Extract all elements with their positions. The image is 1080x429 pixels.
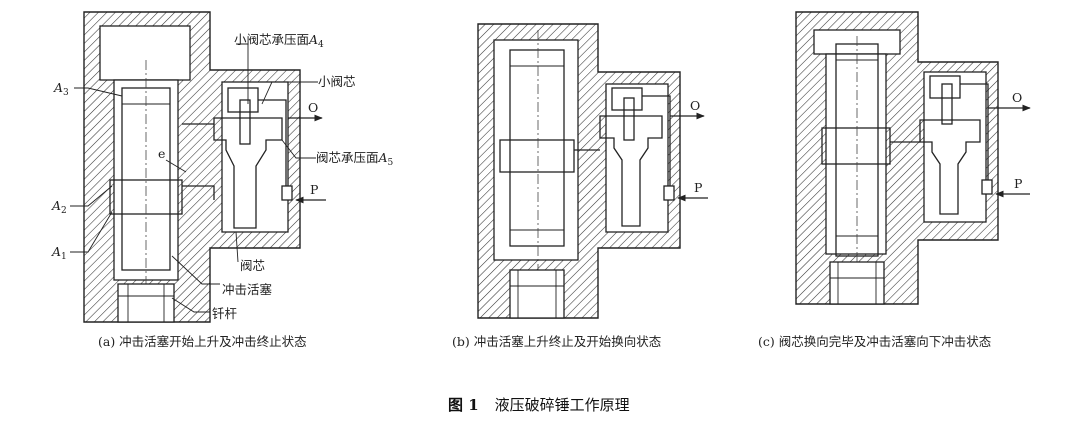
caption-c: (c) 阀芯换向完毕及冲击活塞向下冲击状态 (758, 334, 991, 349)
label-port-o-b: O (690, 98, 700, 113)
label-a1: A1 (51, 244, 67, 262)
passage-a-3 (182, 185, 215, 200)
label-a2: A2 (51, 198, 67, 216)
main-spool-c (919, 83, 981, 215)
panel-c: O P (c) 阀芯换向完毕及冲击活塞向下冲击状态 (758, 11, 1031, 349)
label-e: e (158, 146, 165, 161)
port-p-passage-a (281, 185, 293, 201)
leader-e (165, 159, 187, 173)
label-drill-rod: 钎杆 (212, 306, 238, 321)
port-p-passage-b (663, 185, 675, 201)
leader-drill-rod (171, 297, 210, 313)
caption-a: (a) 冲击活塞开始上升及冲击终止状态 (98, 334, 307, 349)
label-spool: 阀芯 (240, 258, 265, 273)
label-port-p-a: P (310, 182, 318, 197)
main-spool-b (599, 97, 663, 227)
label-port-p-b: P (694, 180, 702, 195)
caption-b: (b) 冲击活塞上升终止及开始换向状态 (452, 334, 661, 349)
label-port-p-c: P (1014, 176, 1022, 191)
panel-a: 小阀芯承压面A4 小阀芯 阀芯承压面A5 A3 e A2 A1 阀芯 冲击活塞 … (51, 11, 394, 349)
piston-bore-c (825, 53, 887, 255)
leader-a1 (70, 211, 113, 253)
drill-rod-a (117, 283, 175, 323)
passage-a-1 (258, 99, 287, 190)
leader-a2 (70, 185, 113, 207)
piston-bore-b (493, 39, 579, 261)
label-small-spool: 小阀芯 (318, 74, 356, 89)
small-spool-chamber-b (611, 87, 643, 111)
passage-b-1 (642, 95, 671, 190)
leader-a3 (74, 87, 123, 97)
small-spool-chamber-c (929, 75, 961, 99)
port-p-passage-c (981, 179, 993, 195)
upper-chamber-a (99, 25, 191, 81)
leader-spool (235, 231, 239, 263)
drill-rod-b (509, 269, 565, 319)
label-small-spool-area: 小阀芯承压面A4 (234, 32, 324, 50)
passage-c-1 (960, 83, 989, 182)
label-port-o-c: O (1012, 90, 1022, 105)
drill-rod-c (829, 261, 885, 305)
label-piston: 冲击活塞 (222, 282, 273, 297)
leader-small-spool-area (236, 43, 249, 104)
impact-piston-b (499, 49, 575, 247)
panel-b: O P (b) 冲击活塞上升终止及开始换向状态 (452, 23, 708, 349)
leader-piston (171, 255, 220, 285)
label-a3: A3 (53, 80, 69, 98)
leader-small-spool (261, 81, 318, 105)
label-spool-area: 阀芯承压面A5 (316, 150, 394, 168)
leader-spool-area (281, 139, 316, 159)
label-port-o-a: O (308, 100, 318, 115)
